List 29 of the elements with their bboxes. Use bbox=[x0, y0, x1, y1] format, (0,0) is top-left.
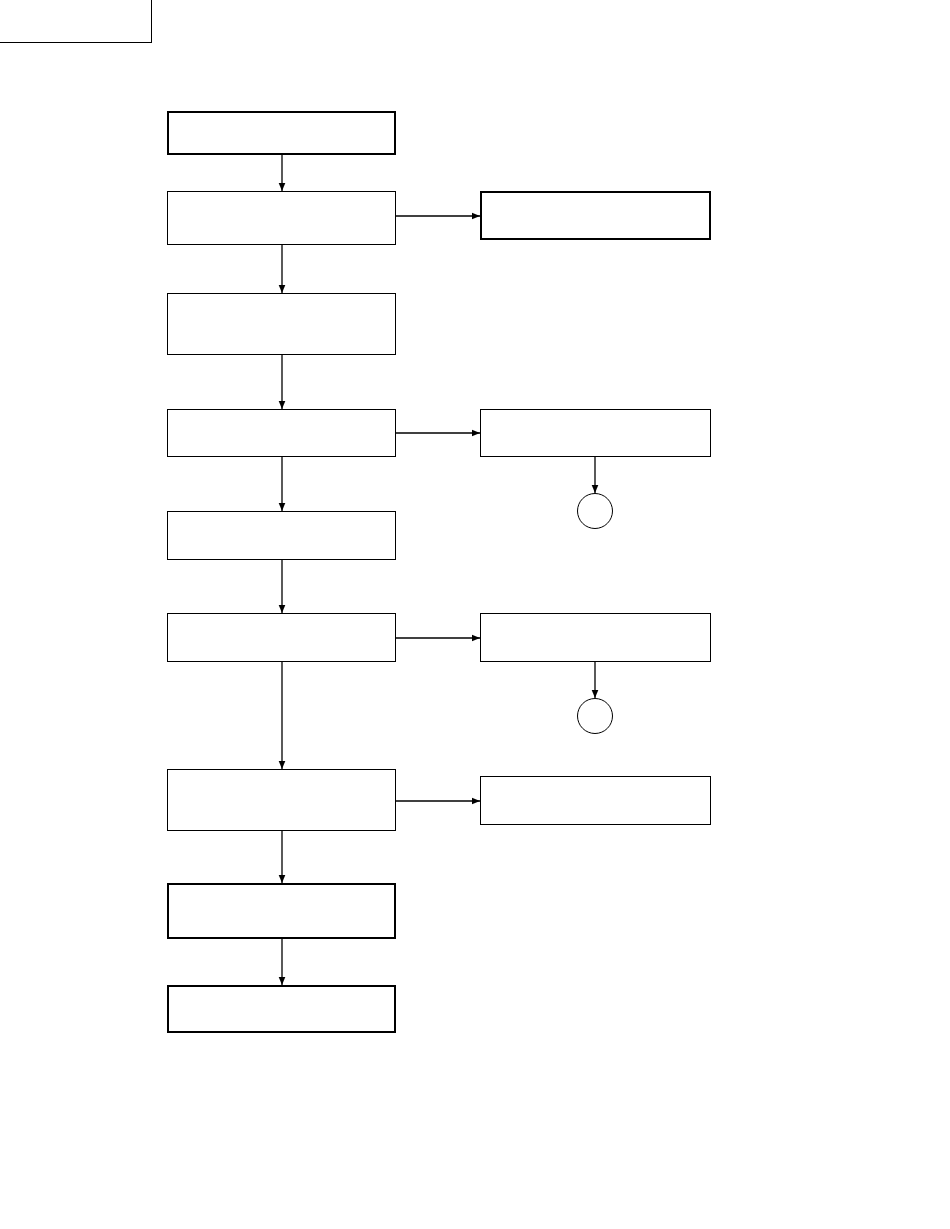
arrow bbox=[278, 830, 286, 884]
process-box bbox=[167, 511, 396, 560]
process-box bbox=[480, 191, 711, 240]
arrow bbox=[278, 456, 286, 512]
process-box bbox=[167, 769, 396, 831]
connector-circle bbox=[577, 493, 613, 529]
arrow bbox=[278, 559, 286, 614]
process-box bbox=[167, 985, 396, 1033]
process-box bbox=[480, 409, 711, 457]
arrow bbox=[591, 661, 599, 699]
process-box bbox=[480, 776, 711, 825]
arrow bbox=[278, 354, 286, 410]
arrow bbox=[278, 661, 286, 770]
arrow bbox=[395, 797, 481, 805]
process-box bbox=[480, 613, 711, 662]
process-box bbox=[167, 409, 396, 457]
arrow bbox=[395, 634, 481, 642]
process-box bbox=[167, 111, 396, 155]
arrow bbox=[395, 212, 481, 220]
process-box bbox=[167, 293, 396, 355]
process-box bbox=[167, 613, 396, 662]
arrow bbox=[395, 429, 481, 437]
process-box bbox=[167, 191, 396, 245]
process-box bbox=[167, 883, 396, 939]
arrow bbox=[278, 244, 286, 294]
arrow bbox=[591, 456, 599, 494]
arrow bbox=[278, 154, 286, 192]
connector-circle bbox=[577, 698, 613, 734]
arrow bbox=[278, 938, 286, 986]
